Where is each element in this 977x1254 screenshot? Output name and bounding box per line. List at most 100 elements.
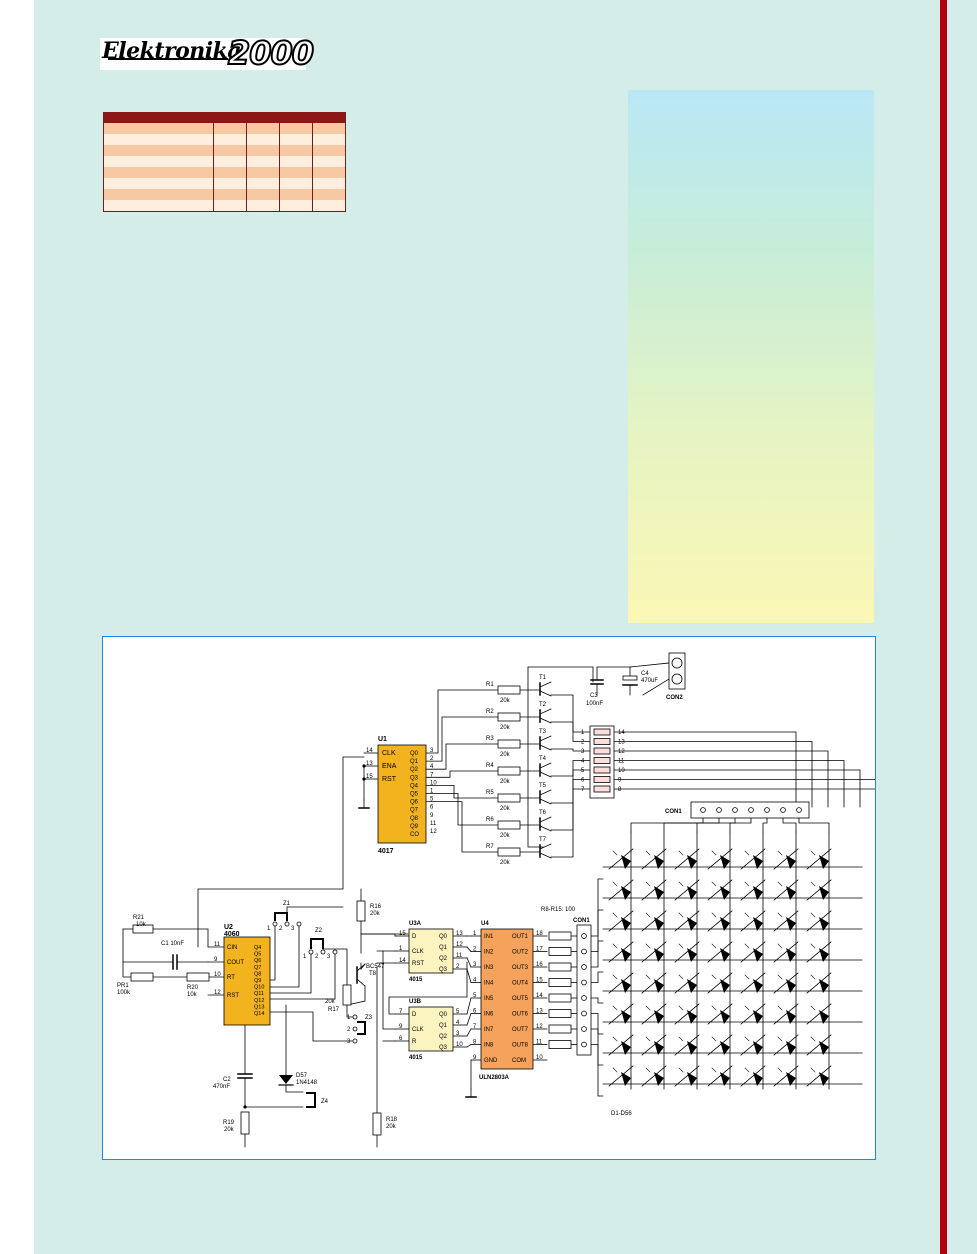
pin-number: 11 — [456, 953, 463, 959]
ic-pin-label: Q1 — [410, 759, 419, 765]
connector-pin — [748, 807, 754, 813]
led-diode — [687, 979, 697, 993]
resistor-value: 10k — [136, 922, 147, 928]
terminal-screw — [671, 657, 683, 669]
ic-pin-label: Q3 — [439, 967, 448, 973]
led-light-arrow — [612, 1067, 618, 1073]
pin-number: 13 — [456, 931, 463, 937]
pin-number: 16 — [536, 962, 543, 968]
resistor-value: 20k — [500, 698, 511, 704]
led-diode — [621, 855, 631, 869]
ic-pin-label: Q3 — [410, 775, 419, 781]
pin-number: 8 — [618, 787, 622, 793]
wire — [466, 946, 472, 953]
pin-number: 6 — [430, 805, 434, 811]
ic-pin-label: Q2 — [410, 767, 419, 773]
jumper-pin — [296, 921, 302, 927]
capacitor-label: C1 10nF — [161, 941, 184, 947]
resistor-label: R4 — [486, 763, 494, 769]
junction-dot — [243, 1105, 247, 1109]
wire — [425, 793, 499, 826]
led-diode — [707, 1065, 733, 1087]
led-diode — [621, 948, 631, 962]
wire — [269, 1011, 354, 1042]
jumper-label: Z4 — [321, 1099, 329, 1105]
ic-u3b-4015-ref: U3B — [409, 999, 422, 1005]
pin-number: 9 — [473, 1055, 477, 1061]
ic-pin-label: Q6 — [410, 800, 419, 806]
led-light-arrow — [711, 1067, 717, 1073]
led-diode — [773, 848, 799, 870]
wire — [346, 985, 366, 1006]
ic-u4-part: ULN2803A — [479, 1075, 510, 1081]
pin-number: 13 — [536, 1009, 543, 1015]
ic-pin-label: Q2 — [439, 1034, 448, 1040]
led-diode — [621, 1072, 631, 1086]
led-light-arrow — [777, 1067, 783, 1073]
ic-pin-label: Q11 — [254, 991, 264, 997]
led-light-arrow — [744, 943, 750, 949]
led-diode — [707, 848, 733, 870]
led-diode — [608, 879, 634, 901]
connector-pin — [581, 995, 587, 1001]
led-light-arrow — [744, 1067, 750, 1073]
led-diode — [608, 1003, 634, 1025]
transistor-lead — [539, 735, 552, 742]
led-diode — [674, 941, 700, 963]
ic-pin-label: RST — [227, 993, 239, 999]
wire — [613, 760, 845, 808]
led-diode — [674, 910, 700, 932]
wire — [642, 678, 670, 696]
wire — [425, 801, 499, 853]
pin-number: 4 — [456, 1020, 460, 1026]
connector-label: CON2 — [666, 695, 683, 701]
ic-pin-label: OUT1 — [512, 934, 529, 940]
wire — [527, 666, 594, 683]
resistor-r4 — [497, 766, 521, 776]
resistor-label: R17 — [328, 1007, 340, 1013]
led-light-arrow — [645, 1005, 651, 1011]
led-light-arrow — [777, 974, 783, 980]
ic-pin-label: Q4 — [410, 783, 419, 789]
wire — [360, 933, 396, 937]
resistor-pack-cell — [593, 776, 611, 783]
resistor-r8 — [548, 931, 572, 941]
wire — [550, 748, 591, 752]
led-light-arrow — [645, 881, 651, 887]
table-row — [103, 145, 346, 156]
led-diode — [674, 1065, 700, 1087]
ic-pin-label: Q0 — [439, 934, 448, 940]
pin-number: 9 — [618, 778, 622, 784]
led-light-arrow — [810, 1036, 816, 1042]
led-diode — [753, 855, 763, 869]
pin-number: 3 — [456, 1031, 460, 1037]
transistor-lead — [539, 771, 552, 778]
pin-number: 7 — [430, 772, 434, 778]
pin-number: 10 — [618, 768, 625, 774]
led-diode — [608, 1065, 634, 1087]
led-light-arrow — [711, 1005, 717, 1011]
pin-number: 2 — [456, 964, 460, 970]
pin-number: 2 — [347, 1027, 351, 1033]
led-diode — [753, 1010, 763, 1024]
ic-u2-4060 — [223, 936, 271, 1026]
pin-number: 12 — [430, 829, 437, 835]
junction-dot — [362, 777, 366, 781]
led-diode — [753, 979, 763, 993]
pin-number: 1 — [581, 730, 585, 736]
led-diode — [740, 848, 766, 870]
led-diode — [707, 910, 733, 932]
resistor-pack-cell — [593, 766, 611, 774]
ic-pin-label: CIN — [227, 945, 237, 951]
diode-value: 1N4148 — [296, 1080, 318, 1086]
wire — [798, 814, 830, 833]
led-diode — [654, 979, 664, 993]
pin-number: 1 — [399, 946, 403, 952]
led-diode — [753, 1041, 763, 1055]
led-diode — [608, 1034, 634, 1056]
pin-number: 1 — [473, 931, 477, 937]
resistor-label: R7 — [486, 844, 494, 850]
led-diode — [687, 917, 697, 931]
ic-u4-ref: U4 — [481, 921, 489, 927]
pin-number: 7 — [473, 1024, 477, 1030]
